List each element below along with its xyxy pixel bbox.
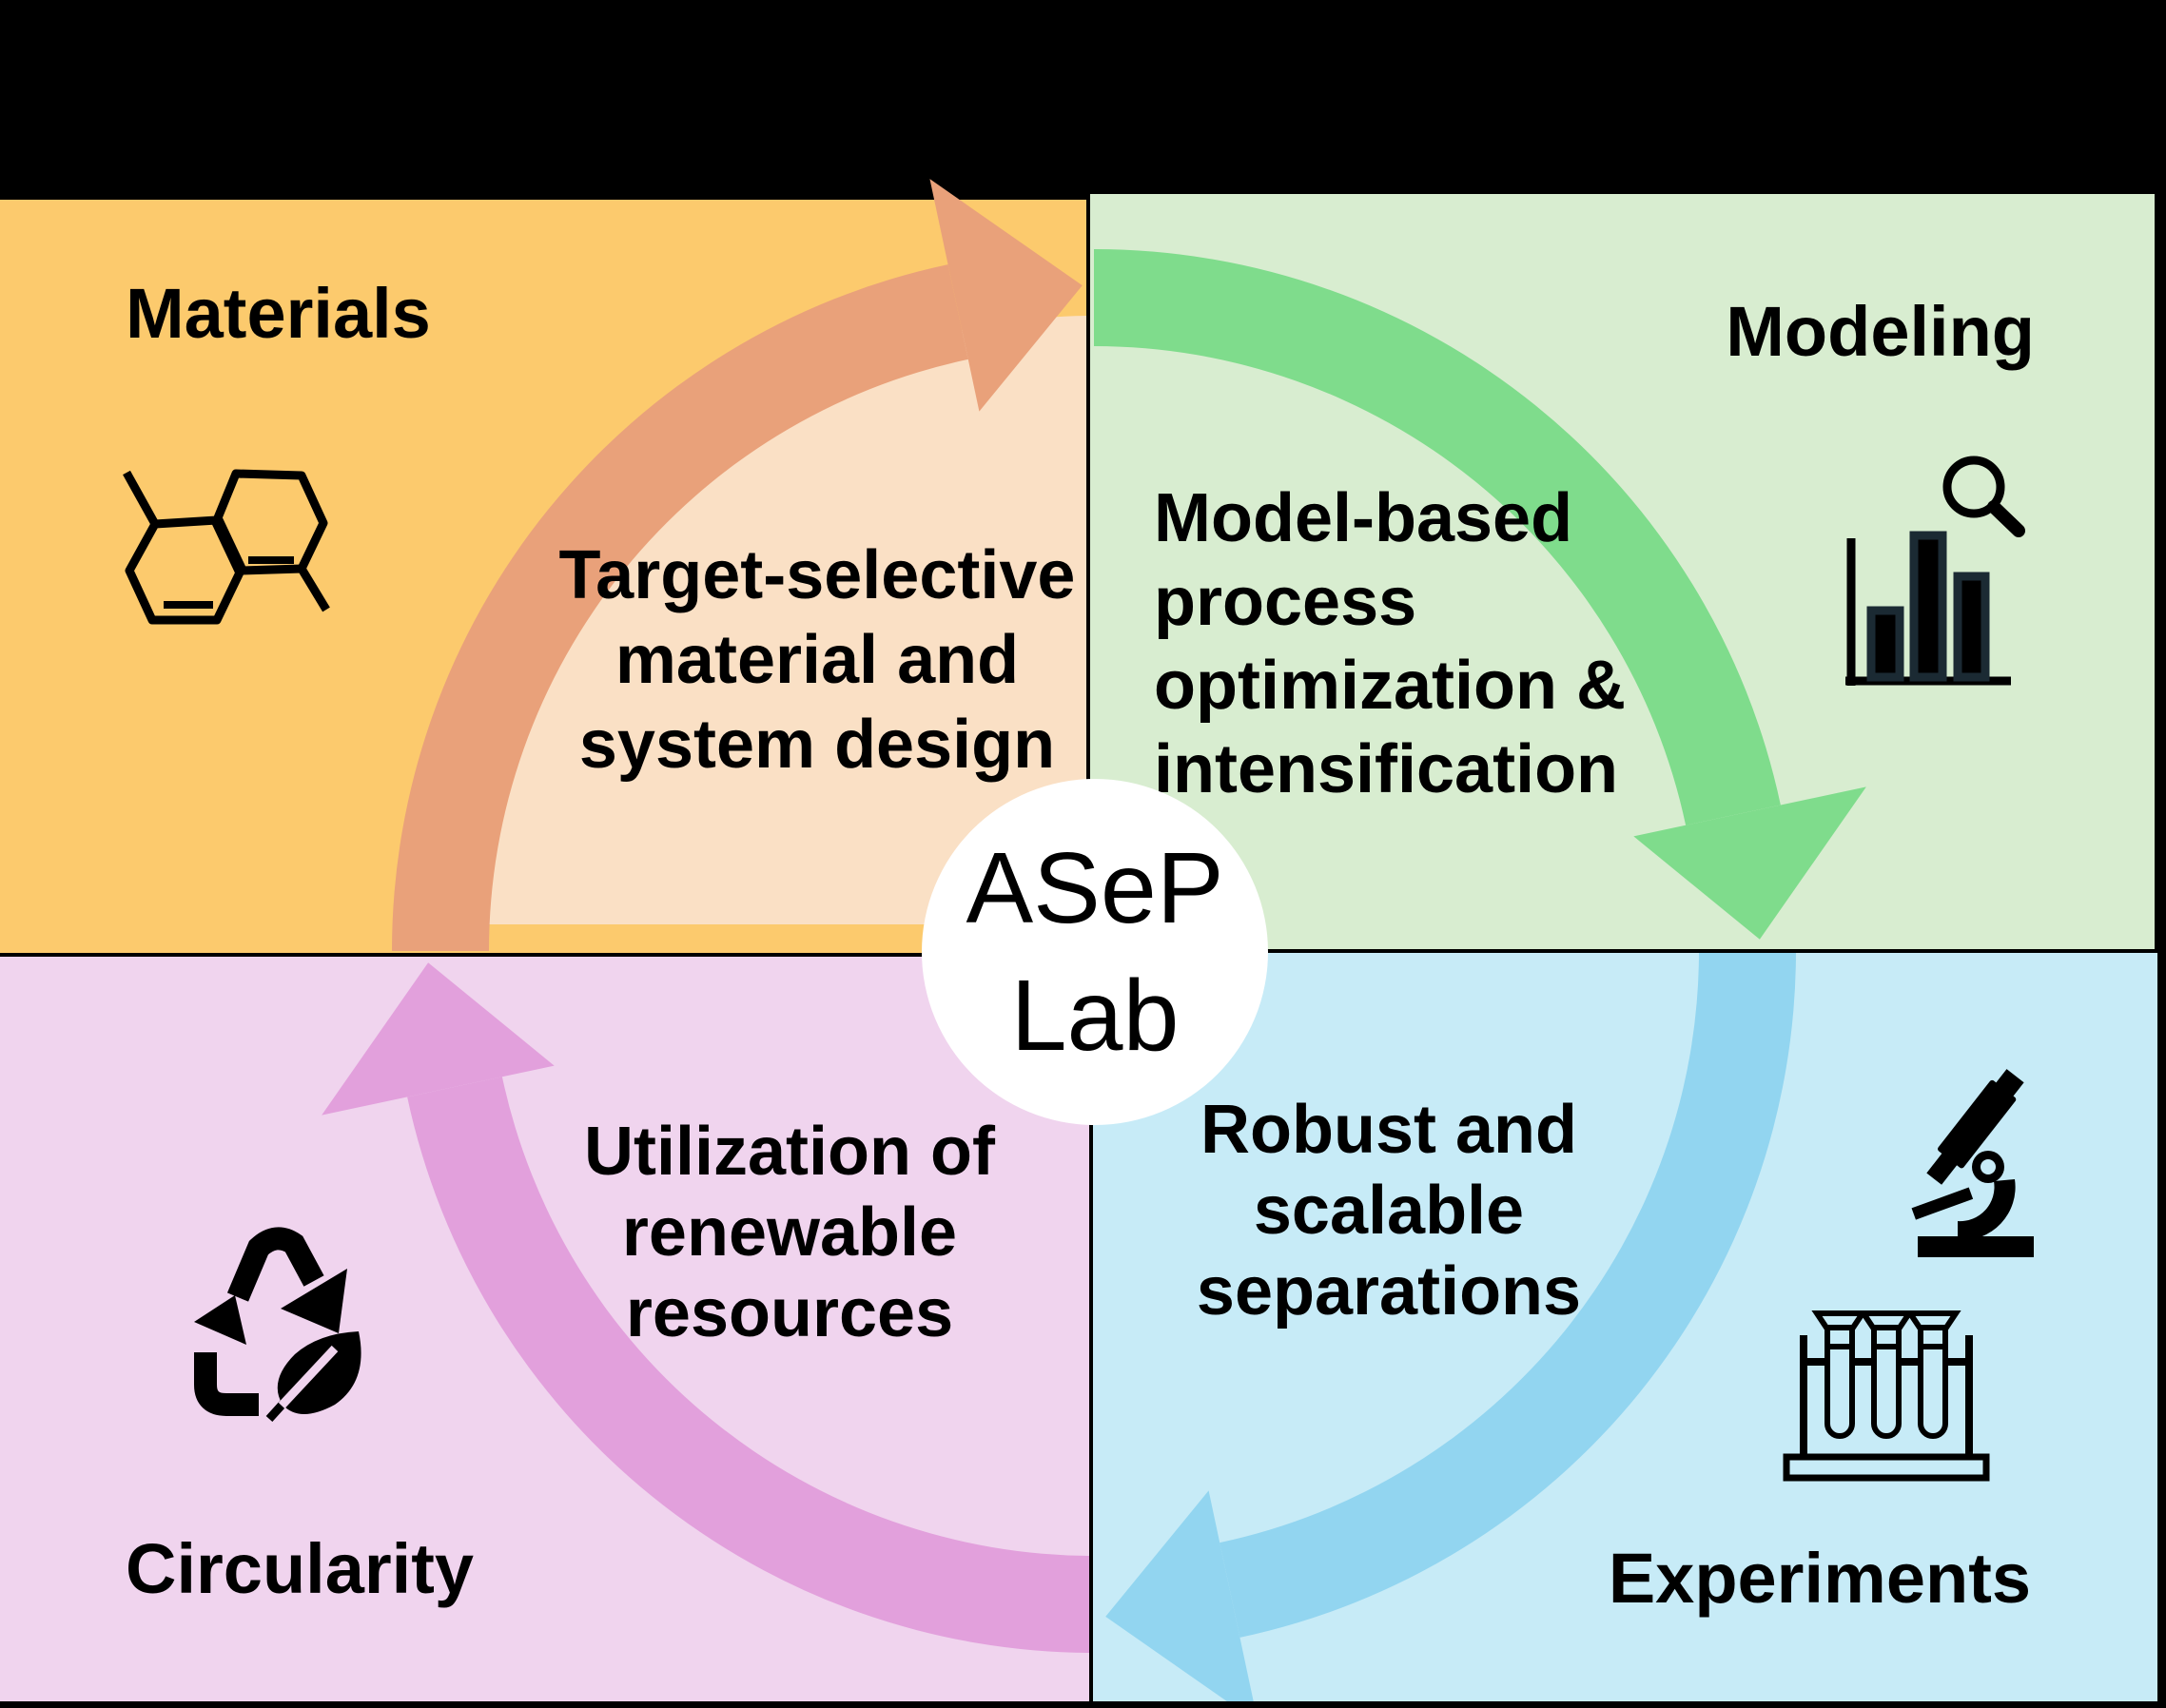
- experiments-arc-text: Robust and scalable separations: [1196, 1092, 1582, 1330]
- modeling-arc-text: Model-based process optimization & inten…: [1154, 480, 1626, 807]
- molecule-icon: [123, 469, 330, 625]
- experiments-arc-band: [1220, 953, 1796, 1638]
- materials-label: Materials: [126, 274, 431, 353]
- modeling-arrowhead: [1633, 786, 1866, 940]
- test-tube: [1904, 1310, 1961, 1439]
- microscope-icon: [1911, 1069, 2034, 1257]
- modeling-label: Modeling: [1726, 292, 2035, 371]
- materials-arc-band: [392, 264, 968, 951]
- test-tube: [1811, 1310, 1868, 1439]
- materials-inner-fill: [485, 316, 1086, 924]
- hub-circle: ASeP Lab: [922, 779, 1268, 1125]
- test-tube: [1858, 1310, 1915, 1439]
- circularity-arc-text: Utilization of renewable resources: [584, 1114, 995, 1351]
- experiments-arrowhead: [1105, 1490, 1254, 1701]
- experiments-label: Experiments: [1608, 1539, 2031, 1618]
- modeling-arc-band: [1094, 249, 1781, 825]
- hub-title-line1: ASeP: [966, 832, 1224, 944]
- circularity-cycle-arrow: [322, 962, 1089, 1653]
- hub-title-line2: Lab: [1010, 960, 1180, 1072]
- materials-arrowhead: [929, 179, 1083, 412]
- circularity-arrowhead: [322, 962, 555, 1116]
- experiments-cycle-arrow: [1105, 953, 1796, 1701]
- materials-arc-text: Target-selective material and system des…: [558, 537, 1076, 783]
- materials-cycle-arrow: [392, 179, 1083, 951]
- recycle-leaf-icon: [194, 1227, 361, 1423]
- test-tubes-icon: [1783, 1310, 1990, 1482]
- circularity-arc-band: [407, 1077, 1089, 1653]
- bar-chart-magnifier-icon: [1845, 456, 2025, 686]
- circularity-label: Circularity: [126, 1529, 475, 1608]
- modeling-cycle-arrow: [1094, 249, 1866, 940]
